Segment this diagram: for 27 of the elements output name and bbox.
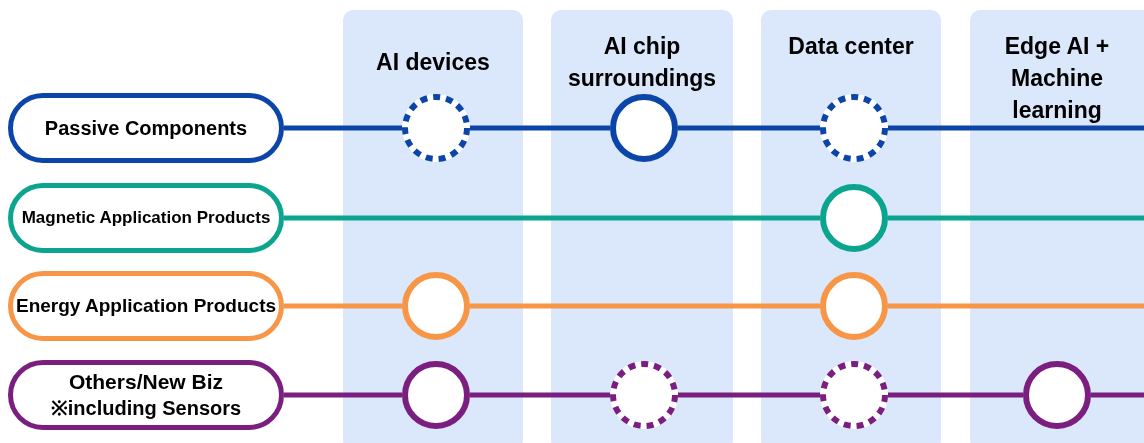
column-heading: AI devices bbox=[375, 48, 491, 77]
row-label: ※including Sensors bbox=[50, 395, 242, 421]
connector-line bbox=[470, 303, 820, 309]
column-heading: Edge AI + Machine learning bbox=[1003, 32, 1111, 125]
row-label: Magnetic Application Products bbox=[21, 207, 271, 229]
connector-line bbox=[888, 215, 1144, 221]
connector-line bbox=[888, 392, 1023, 398]
row-label: Passive Components bbox=[44, 115, 248, 141]
column-band bbox=[343, 10, 523, 443]
connector-line bbox=[470, 392, 610, 398]
connector-line bbox=[284, 125, 402, 131]
connector-line bbox=[1091, 392, 1144, 398]
row-label: Others/New Biz bbox=[68, 369, 223, 396]
connector-line bbox=[678, 125, 820, 131]
connector-line bbox=[284, 392, 402, 398]
connector-line bbox=[470, 125, 610, 131]
connector-line bbox=[888, 303, 1144, 309]
connector-line bbox=[888, 125, 1144, 131]
column-heading: AI chip surroundings bbox=[566, 32, 718, 93]
column-band bbox=[761, 10, 941, 443]
row-label: Energy Application Products bbox=[15, 294, 277, 318]
connector-line bbox=[284, 303, 402, 309]
connector-line bbox=[284, 215, 820, 221]
column-band bbox=[970, 10, 1144, 443]
column-heading: Data center bbox=[787, 32, 915, 61]
connector-line bbox=[678, 392, 820, 398]
column-band bbox=[551, 10, 733, 443]
